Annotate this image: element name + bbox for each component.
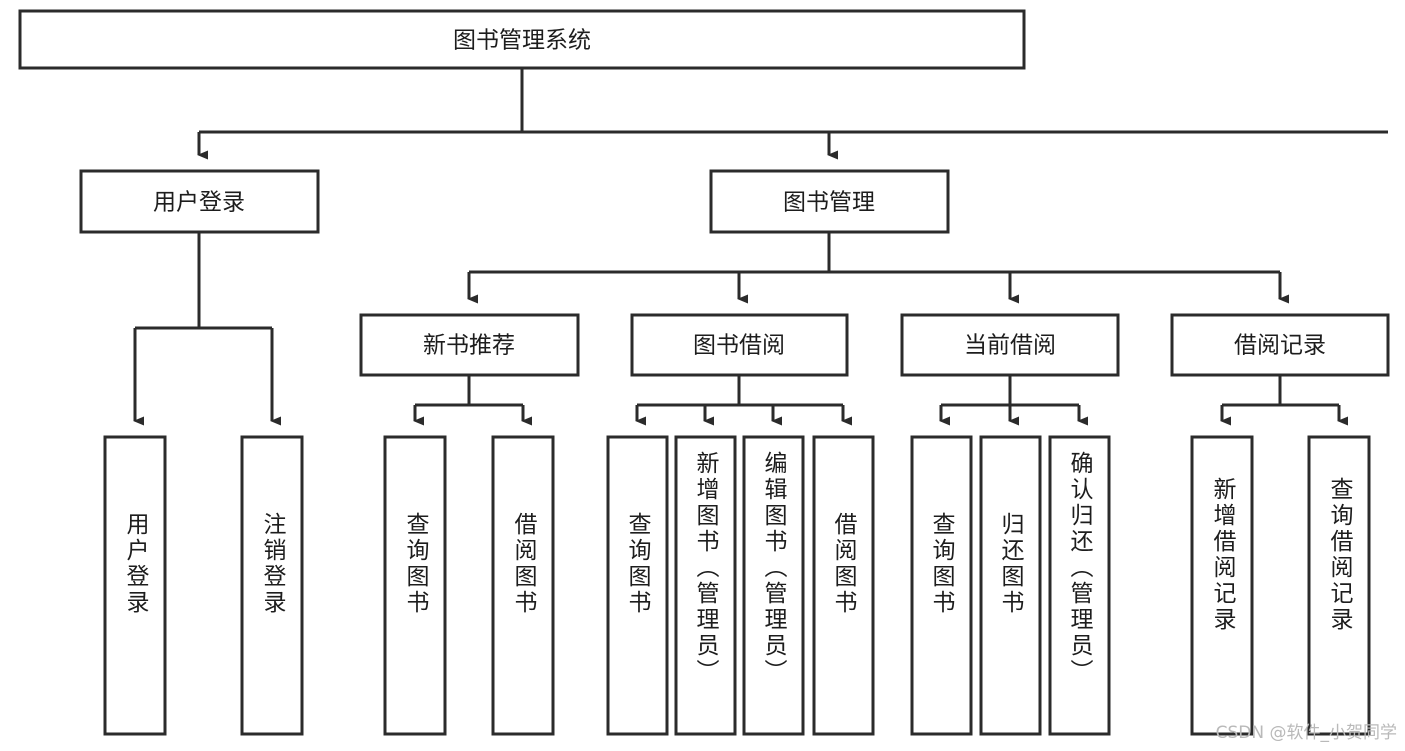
node-new-book-recommend[interactable]: 新书推荐 [359,313,580,377]
leaf-borrow-book-2-label: 借阅图书 [830,512,858,616]
leaf-borrow-book-1[interactable]: 借阅图书 [491,435,555,736]
leaf-add-record-label: 新增借阅记录 [1209,477,1237,633]
leaf-edit-book[interactable]: 编辑图书（管理员） [742,435,805,736]
connector-current-borrow-to-leaves [939,375,1089,426]
leaf-return-book-label: 归还图书 [997,512,1025,616]
leaf-confirm-return-label: 确认归还（管理员） [1066,451,1094,685]
leaf-logout-label: 注销登录 [259,512,287,616]
node-current-borrow-label: 当前借阅 [964,333,1056,359]
leaf-user-login-label: 用户登录 [122,512,150,616]
connector-borrow-record-to-leaves [1220,375,1349,426]
leaf-query-record-label: 查询借阅记录 [1326,477,1354,633]
node-borrow-record[interactable]: 借阅记录 [1170,313,1390,377]
node-book-borrow-label: 图书借阅 [693,333,785,359]
leaf-logout[interactable]: 注销登录 [240,435,304,736]
leaf-query-book-1[interactable]: 查询图书 [383,435,447,736]
leaf-edit-book-label: 编辑图书（管理员） [760,451,788,685]
leaf-query-book-2-label: 查询图书 [624,512,652,616]
node-book-manage-label: 图书管理 [783,190,875,216]
leaf-add-book[interactable]: 新增图书（管理员） [674,435,737,736]
leaf-add-book-label: 新增图书（管理员） [692,451,720,685]
csdn-watermark: CSDN @软件_小贺同学 [1215,723,1397,743]
leaf-query-record[interactable]: 查询借阅记录 [1307,435,1371,736]
node-user-login[interactable]: 用户登录 [79,169,320,234]
connector-book-borrow-to-leaves [635,375,853,426]
leaf-query-book-3[interactable]: 查询图书 [910,435,973,736]
node-current-borrow[interactable]: 当前借阅 [900,313,1120,377]
connector-book-manage-to-level2 [467,232,1290,304]
leaf-borrow-book-1-label: 借阅图书 [510,512,538,616]
node-book-manage[interactable]: 图书管理 [709,169,950,234]
leaf-query-book-3-label: 查询图书 [928,512,956,616]
leaf-return-book[interactable]: 归还图书 [979,435,1042,736]
node-new-book-recommend-label: 新书推荐 [423,333,515,359]
node-user-login-label: 用户登录 [153,190,245,216]
node-root[interactable]: 图书管理系统 [18,9,1026,70]
node-root-label: 图书管理系统 [453,28,591,54]
leaf-query-book-1-label: 查询图书 [402,512,430,616]
connector-root-to-level1 [197,68,1388,160]
node-borrow-record-label: 借阅记录 [1234,333,1326,359]
leaf-query-book-2[interactable]: 查询图书 [606,435,669,736]
connector-user-login-to-leaves [133,232,282,426]
node-book-borrow[interactable]: 图书借阅 [630,313,849,377]
connector-new-book-recommend-to-leaves [413,375,533,426]
leaf-confirm-return[interactable]: 确认归还（管理员） [1048,435,1111,736]
leaf-add-record[interactable]: 新增借阅记录 [1190,435,1254,736]
leaf-borrow-book-2[interactable]: 借阅图书 [812,435,875,736]
leaf-user-login[interactable]: 用户登录 [103,435,167,736]
